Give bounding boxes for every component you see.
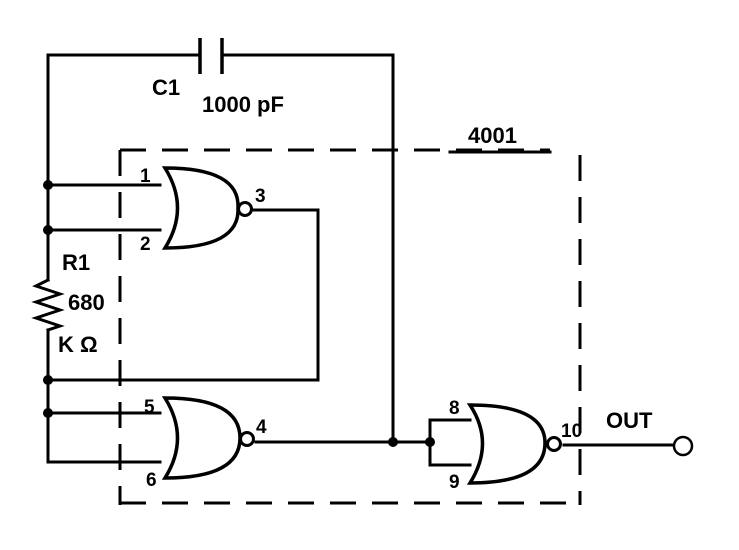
junction-dot (43, 180, 53, 190)
pin-label: 9 (449, 472, 460, 493)
nor-gate-1 (161, 166, 253, 250)
nor-gate-3 (466, 403, 562, 485)
capacitor-c1-symbol (198, 38, 224, 74)
wire-cap-right (220, 53, 395, 444)
junction-dot (425, 437, 435, 447)
nor-gate-2 (161, 396, 255, 480)
pin-label: 2 (140, 234, 151, 255)
junction-dot (43, 375, 53, 385)
pin-label: 6 (146, 470, 157, 491)
ic-package-outline (118, 148, 582, 505)
junction-dot (388, 437, 398, 447)
pin-label: 8 (449, 398, 460, 419)
pin-label: 1 (140, 166, 151, 187)
pin-label: 3 (255, 186, 266, 207)
pin-label: 4 (256, 417, 267, 438)
resistor-r1-symbol (31, 277, 65, 332)
resistor-unit: K Ω (58, 332, 98, 357)
junction-dot (43, 225, 53, 235)
pin-label: 5 (144, 397, 155, 418)
chip-label: 4001 (468, 123, 517, 148)
resistor-value: 680 (68, 290, 105, 315)
capacitor-ref: C1 (152, 75, 180, 100)
capacitor-value: 1000 pF (202, 92, 284, 117)
junction-dot (43, 408, 53, 418)
output-label: OUT (606, 408, 653, 433)
output-terminal (672, 435, 694, 457)
wire-g1-out (46, 208, 320, 382)
pin-label: 10 (561, 421, 582, 442)
resistor-ref: R1 (62, 250, 90, 275)
